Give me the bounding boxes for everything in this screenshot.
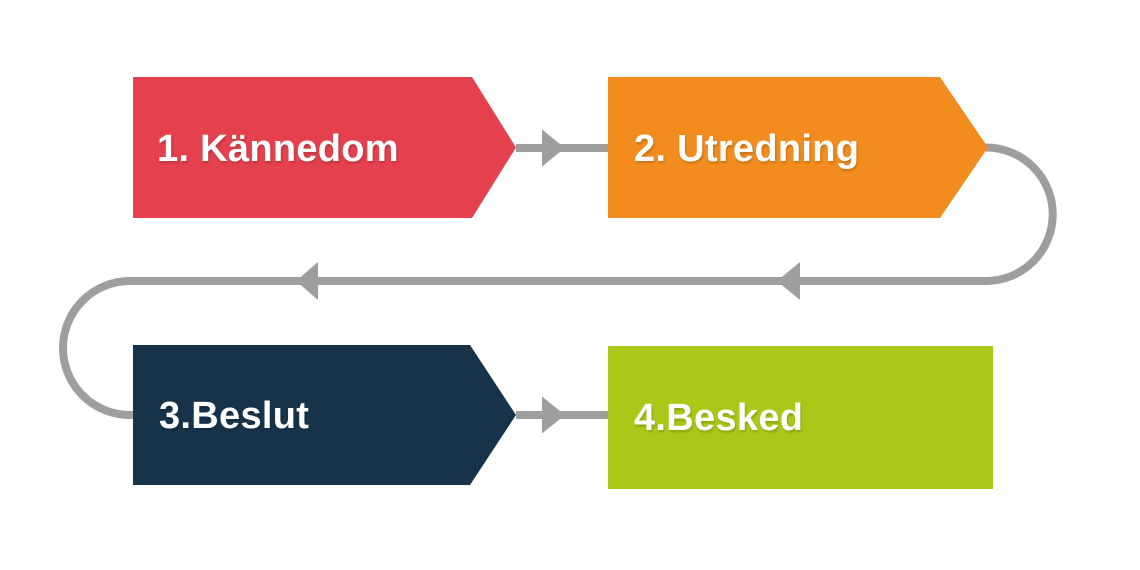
connector-step1-step2-arrowhead-icon bbox=[542, 129, 565, 167]
step-4-shape bbox=[608, 346, 993, 489]
feedback-loop-path bbox=[59, 143, 1057, 419]
step-3-label: 3.Beslut bbox=[159, 395, 309, 437]
step-1-shape bbox=[133, 77, 516, 218]
connector-step3-step4-arrowhead-icon bbox=[542, 396, 565, 434]
step-2-shape bbox=[608, 77, 988, 218]
step-3-shape bbox=[133, 345, 516, 485]
feedback-arrowhead-left-icon bbox=[296, 262, 318, 300]
feedback-arrowhead-right-icon bbox=[777, 262, 800, 300]
step-4-label: 4.Besked bbox=[634, 397, 803, 439]
step-2-label: 2. Utredning bbox=[634, 128, 859, 170]
step-1-label: 1. Kännedom bbox=[157, 128, 399, 170]
